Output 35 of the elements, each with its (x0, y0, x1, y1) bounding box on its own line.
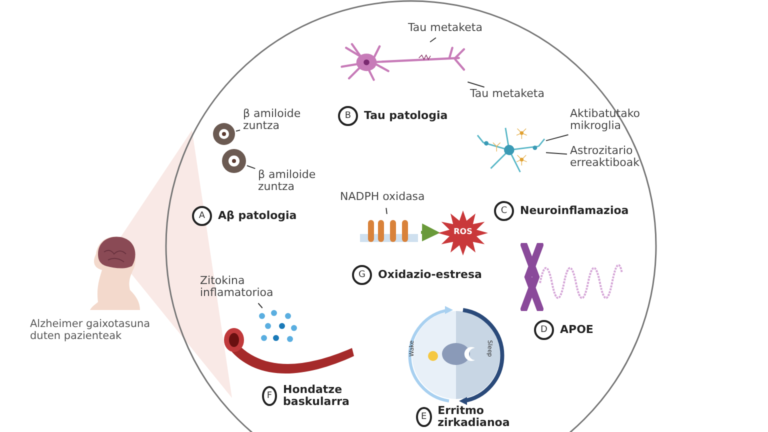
letter-circle: B (338, 106, 358, 126)
letter-circle: E (416, 407, 432, 427)
leader-line (386, 207, 388, 214)
panel-title: APOE (560, 324, 594, 336)
arrow (420, 223, 440, 242)
callout-label: Zitokina inflamatorioa (200, 275, 290, 301)
panel-title: Neuroinflamazioa (520, 205, 629, 217)
letter-circle: C (494, 201, 514, 221)
plaque-drawing (221, 148, 247, 174)
letter-circle: G (352, 265, 372, 285)
leader-line (546, 152, 568, 155)
panel-title: Tau patologia (364, 110, 448, 122)
leader-line (467, 82, 485, 88)
panel-title: Hondatze baskularra (283, 384, 350, 408)
panel-title: Oxidazio-estresa (378, 269, 482, 281)
letter-circle: D (534, 320, 554, 340)
letter-circle: F (262, 386, 278, 406)
panel-title: Erritmo zirkadianoa (438, 405, 511, 429)
leader-line (236, 130, 241, 132)
leader-line (246, 165, 256, 170)
letter-circle: A (192, 206, 212, 226)
callout-label: Tau metaketa (408, 22, 488, 36)
callout-label: Astrozitario erreaktiboak (570, 145, 670, 171)
callout-label: NADPH oxidasa (340, 191, 430, 205)
cytokine-drawing (256, 308, 300, 344)
leader-line (430, 37, 436, 42)
plaque-drawing (212, 122, 236, 146)
callout-label: Tau metaketa (470, 88, 550, 102)
leader-line (258, 302, 263, 308)
patient-caption: Alzheimer gaixotasuna duten pazienteak (30, 318, 152, 342)
leader-line (546, 134, 569, 142)
callout-label: β amiloide zuntza (243, 108, 313, 134)
callout-label: β amiloide zuntza (258, 169, 328, 195)
panel-title: Aβ patologia (218, 210, 297, 222)
ros-star: ROS (437, 210, 489, 256)
